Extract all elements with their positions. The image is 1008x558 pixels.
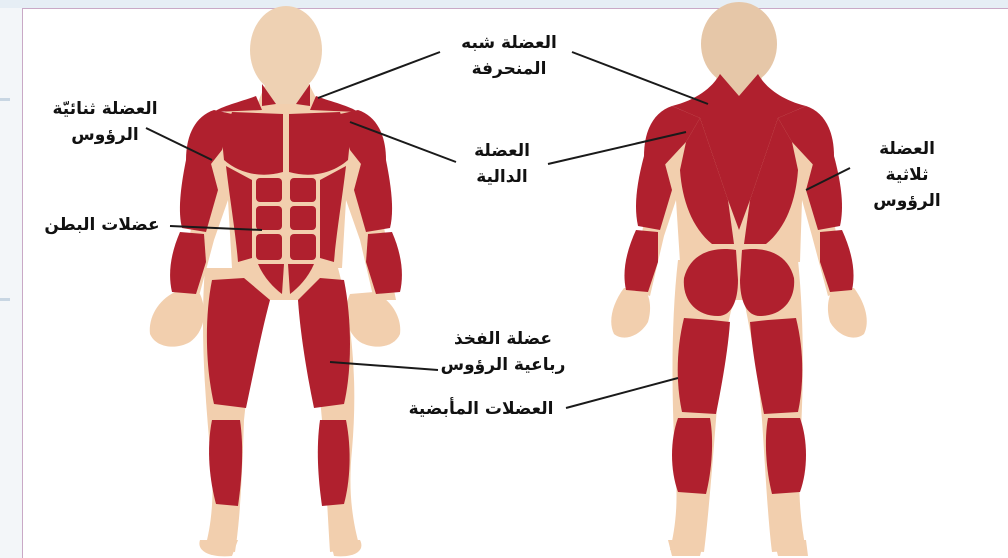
label-trapezius: العضلة شبه المنحرفة — [446, 30, 572, 82]
front-lower-leg — [318, 420, 350, 506]
label-line: رباعية الرؤوس — [438, 352, 568, 378]
label-abdominals: عضلات البطن — [34, 212, 170, 238]
back-figure — [611, 2, 867, 556]
front-foot — [199, 540, 238, 556]
front-pectoral — [222, 112, 283, 175]
leader-trapezius-front — [318, 52, 440, 98]
label-hamstrings: العضلات المأبضية — [396, 396, 566, 422]
label-quadriceps: عضلة الفخذ رباعية الرؤوس — [438, 326, 568, 378]
leader-trapezius-back — [572, 52, 708, 104]
front-figure — [150, 6, 402, 556]
label-line: العضلات المأبضية — [396, 396, 566, 422]
front-quadriceps — [207, 278, 270, 408]
front-foot — [330, 540, 361, 556]
back-calf — [672, 418, 712, 494]
label-line: العضلة شبه — [446, 30, 572, 56]
back-calf — [766, 418, 806, 494]
back-left-hand — [828, 288, 867, 338]
label-line: العضلة ثنائيّة — [30, 96, 180, 122]
label-triceps: العضلة ثلاثية الرؤوس — [852, 136, 962, 214]
label-biceps: العضلة ثنائيّة الرؤوس — [30, 96, 180, 148]
front-pectoral — [289, 112, 350, 175]
label-line: العضلة — [852, 136, 962, 162]
back-hamstring — [678, 318, 730, 414]
leader-hamstrings — [566, 378, 678, 408]
back-foot — [668, 540, 704, 556]
label-line: العضلة — [456, 138, 548, 164]
label-line: الرؤوس — [30, 122, 180, 148]
label-line: عضلة الفخذ — [438, 326, 568, 352]
front-left-hand — [346, 292, 400, 347]
front-trapezius — [214, 96, 262, 112]
back-foot — [774, 540, 808, 556]
label-deltoid: العضلة الدالية — [456, 138, 548, 190]
label-line: ثلاثية — [852, 162, 962, 188]
front-lower-leg — [209, 420, 242, 506]
front-trapezius — [310, 96, 358, 112]
back-right-hand — [611, 288, 650, 338]
label-line: الدالية — [456, 164, 548, 190]
back-hamstring — [750, 318, 802, 414]
front-right-hand — [150, 292, 204, 347]
label-line: عضلات البطن — [34, 212, 170, 238]
label-line: المنحرفة — [446, 56, 572, 82]
front-quadriceps — [298, 278, 350, 408]
label-line: الرؤوس — [852, 188, 962, 214]
